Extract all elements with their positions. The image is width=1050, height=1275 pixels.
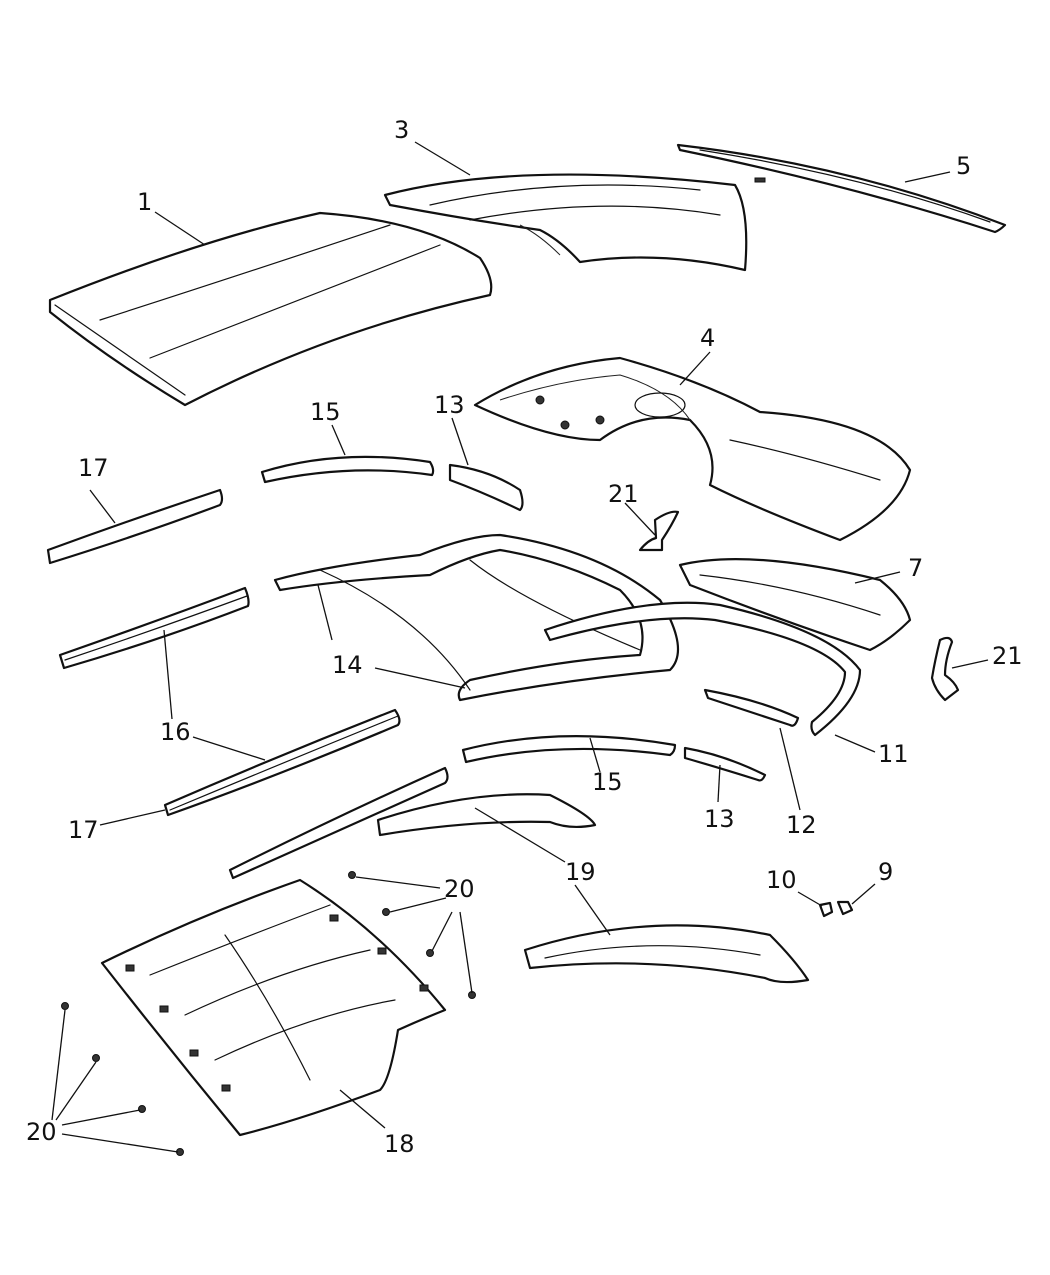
part-10-clip — [818, 901, 834, 918]
callout-17-upper: 17 — [78, 454, 109, 482]
callout-14: 14 — [332, 651, 363, 679]
part-21-bracket-lower — [930, 636, 960, 702]
part-17-trim-upper — [46, 488, 224, 565]
callout-3: 3 — [394, 116, 409, 144]
part-4-rear-roof-frame — [473, 356, 912, 542]
callout-19: 19 — [565, 858, 596, 886]
callout-21-lower: 21 — [992, 642, 1023, 670]
part-3-mid-roof-panel — [383, 173, 748, 272]
callout-7: 7 — [908, 554, 923, 582]
lower-weatherstrip — [228, 766, 449, 880]
part-7-rear-panel — [678, 558, 912, 652]
part-13-bracket-upper — [448, 463, 524, 512]
callout-15-lower: 15 — [592, 768, 623, 796]
callout-11: 11 — [878, 740, 909, 768]
callout-13-lower: 13 — [704, 805, 735, 833]
part-5-rear-window — [676, 143, 1007, 234]
callout-20-upper: 20 — [444, 875, 475, 903]
part-16-rail-strip — [58, 586, 250, 670]
callout-10: 10 — [766, 866, 797, 894]
callout-21-upper: 21 — [608, 480, 639, 508]
callout-1: 1 — [137, 188, 152, 216]
part-9-clip — [836, 900, 854, 916]
part-20-fasteners — [61, 871, 476, 1156]
part-21-bracket-upper — [638, 510, 680, 552]
part-18-headliner — [100, 878, 447, 1137]
callout-12: 12 — [786, 811, 817, 839]
callout-20-lower: 20 — [26, 1118, 57, 1146]
callout-13-upper: 13 — [434, 391, 465, 419]
part-15-trim-upper — [260, 455, 435, 484]
part-14-roof-frame — [273, 533, 680, 702]
callout-15-upper: 15 — [310, 398, 341, 426]
callout-4: 4 — [700, 324, 715, 352]
part-13-bracket-lower — [683, 746, 767, 782]
callout-9: 9 — [878, 858, 893, 886]
leader-lines — [51, 141, 989, 1153]
callout-5: 5 — [956, 152, 971, 180]
part-17-trim-lower — [163, 708, 401, 817]
part-12-bracket — [703, 688, 800, 727]
part-1-front-roof-panel — [48, 211, 493, 407]
callout-18: 18 — [384, 1130, 415, 1158]
callout-16: 16 — [160, 718, 191, 746]
part-19-trim-lower — [523, 924, 810, 984]
callout-17-lower: 17 — [68, 816, 99, 844]
part-15-trim-lower — [461, 735, 677, 764]
part-11-side-rail — [543, 601, 862, 737]
